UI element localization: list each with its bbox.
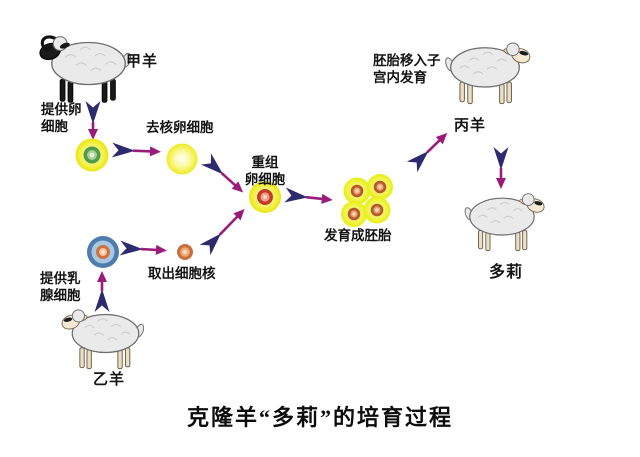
embryo-cluster-icon xyxy=(341,174,393,227)
arrow-embryo-to-sheep-c xyxy=(406,132,448,173)
diagram-title: 克隆羊“多莉”的培育过程 xyxy=(186,405,453,430)
label-provide-mammary-cell: 提供乳 腺细胞 xyxy=(40,271,81,303)
label-recombined-egg-cell: 重组 卵细胞 xyxy=(244,155,286,187)
label-extract-nucleus: 取出细胞核 xyxy=(148,266,216,281)
label-sheep-a: 甲羊 xyxy=(126,54,159,70)
label-provide-egg-cell: 提供卵 细胞 xyxy=(41,102,82,134)
sheep-b-white-faced-sheep-icon xyxy=(59,309,146,370)
recombined-egg-cell-icon xyxy=(249,181,281,213)
sheep-a-black-faced-sheep-icon xyxy=(36,35,134,104)
label-embryo-transfer: 胚胎移入子 宫内发育 xyxy=(373,53,441,85)
arrow-sheep-a-provides-egg xyxy=(85,101,101,140)
mammary-cell-icon xyxy=(87,236,119,268)
embryo-nuclei xyxy=(347,180,387,221)
enucleated-egg-cell-icon xyxy=(166,143,198,175)
egg-cell-icon xyxy=(75,138,109,172)
label-dolly: 多莉 xyxy=(489,264,524,281)
extracted-nucleus-icon xyxy=(177,244,193,260)
dolly-white-faced-sheep-icon xyxy=(462,193,547,252)
arrow-mammary-to-nucleus xyxy=(119,240,167,257)
sheep-c-white-faced-sheep-icon xyxy=(443,42,533,105)
arrow-sheep-b-provides-mammary xyxy=(94,271,110,312)
arrow-recombined-to-embryo xyxy=(284,187,333,205)
label-sheep-c: 丙羊 xyxy=(454,118,487,134)
arrow-sheep-c-to-dolly xyxy=(493,147,509,189)
arrow-egg-to-enucleated xyxy=(111,142,161,159)
label-sheep-b: 乙羊 xyxy=(93,372,126,388)
label-enucleated-egg-cell: 去核卵细胞 xyxy=(146,120,214,135)
label-develop-into-embryo: 发育成胚胎 xyxy=(324,228,392,243)
arrow-nucleus-to-recombined xyxy=(199,208,245,256)
arrow-enucleated-to-recombined xyxy=(200,153,244,193)
